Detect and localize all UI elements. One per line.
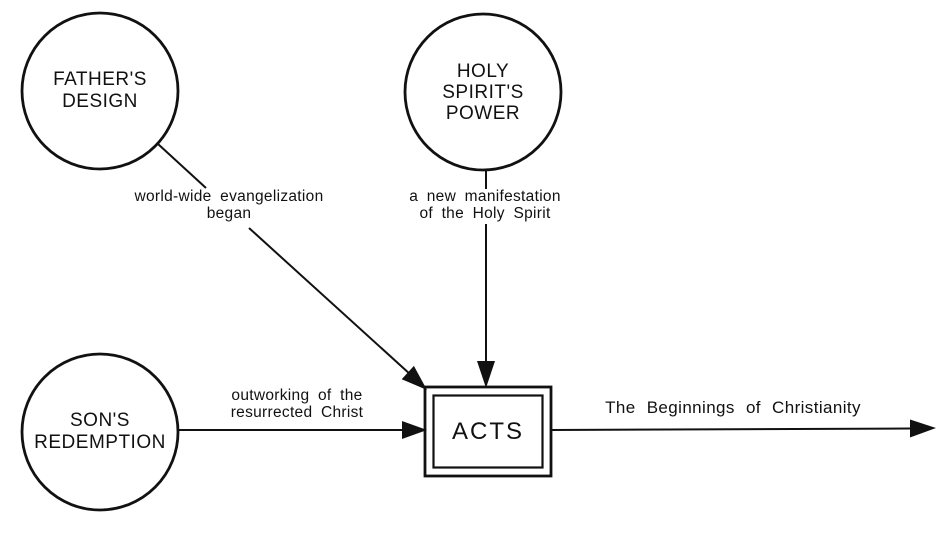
edge-label-line: a new manifestation — [409, 188, 561, 205]
acts-label-text: ACTS — [451, 417, 524, 445]
evangelization-label: world-wide evangelization began — [114, 188, 344, 222]
fathers-design-node: FATHER'S DESIGN — [22, 13, 178, 169]
manifestation-arrowhead — [477, 361, 495, 388]
fathers-design-circle — [20, 11, 180, 171]
evangelization-arrowhead — [401, 365, 427, 390]
node-label-line: REDEMPTION — [34, 432, 166, 453]
node-label-line: SON'S — [70, 410, 130, 431]
evangelization-arrow-segment-1 — [157, 143, 207, 189]
edge-label-line: resurrected Christ — [230, 403, 364, 421]
acts-node: ACTS — [425, 387, 551, 476]
acts-box-outer — [423, 385, 553, 478]
outworking-arrowhead — [402, 421, 427, 439]
beginnings-arrowhead — [910, 419, 936, 438]
outworking-label: outworking of the resurrected Christ — [202, 387, 392, 421]
node-label-line: DESIGN — [62, 91, 138, 112]
edge-label-line: of the Holy Spirit — [419, 204, 551, 222]
node-label-line: SPIRIT'S — [442, 81, 524, 103]
sons-redemption-node: SON'S REDEMPTION — [22, 354, 178, 510]
edge-label-line: outworking of the — [231, 387, 363, 404]
node-label-line: HOLY — [456, 60, 510, 82]
node-label-line: POWER — [445, 102, 521, 124]
evangelization-arrow-segment-2 — [248, 227, 412, 376]
sons-redemption-circle — [20, 352, 180, 512]
holy-spirits-power-circle — [403, 12, 563, 172]
manifestation-label: a new manifestation of the Holy Spirit — [390, 188, 580, 222]
edge-label-line: world-wide evangelization — [134, 188, 324, 205]
holy-spirits-power-node: HOLY SPIRIT'S POWER — [405, 14, 561, 170]
beginnings-arrow-line — [550, 427, 911, 431]
edge-label-line: The Beginnings of Christianity — [605, 398, 861, 417]
beginnings-label: The Beginnings of Christianity — [578, 398, 888, 417]
node-label-line: FATHER'S — [53, 69, 147, 90]
edge-label-line: began — [206, 204, 252, 222]
acts-box-inner — [432, 394, 544, 469]
